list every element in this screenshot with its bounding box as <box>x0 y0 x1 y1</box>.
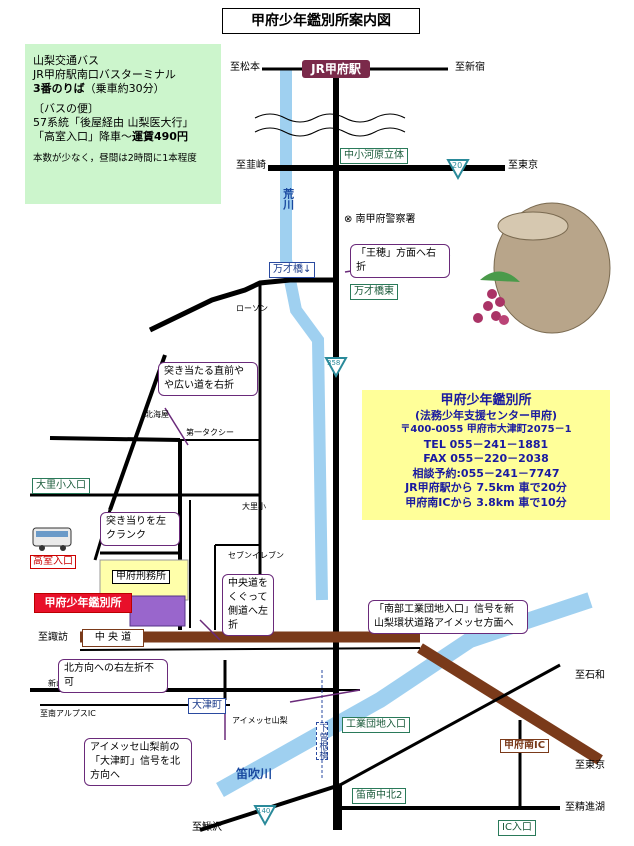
dir-seishin: 至精進湖 <box>565 802 605 813</box>
hokkaiya-label: 北海屋 <box>145 410 169 419</box>
bus-line4: 〔バスの便〕 <box>33 102 99 115</box>
dir-kajikazawa: 至鰍沢 <box>192 822 222 833</box>
route-358-label: 358 <box>327 359 341 367</box>
callout-no-right: 北方向への右左折不可 <box>58 659 168 693</box>
facility-info-box: 甲府少年鑑別所 (法務少年支援センター甲府) 〒400-0055 甲府市大津町2… <box>362 390 610 520</box>
callout-messe-note: アイメッセ山梨前の「大津町」信号を北方向へ <box>84 738 192 786</box>
callout-tsukiatari: 突き当たる直前やや広い道を右折 <box>158 362 258 396</box>
page-title: 甲府少年鑑別所案内図 <box>222 8 420 34</box>
signal-nakakogawara: 中小河原立体 <box>340 148 408 164</box>
facility-from-ic: 甲府南ICから 3.8km 車で10分 <box>405 495 567 509</box>
west-road <box>148 277 336 333</box>
wine-barrel-illustration <box>473 202 611 334</box>
seven-label: セブンイレブン <box>228 551 284 560</box>
dir-matsumoto: 至松本 <box>230 62 260 73</box>
route-20-label: 20 <box>452 161 463 170</box>
bus-line2: JR甲府駅南口バスターミナル <box>33 68 176 81</box>
callout-ougi: 「王穂」方面へ右折 <box>350 244 450 278</box>
minami-alps-label: 至南アルプスIC <box>40 709 96 718</box>
bus-line3a: 3番のりば <box>33 82 85 95</box>
station-label: JR甲府駅 <box>302 60 370 78</box>
route-358-marker <box>324 357 348 379</box>
arakawa-label: 荒川 <box>281 188 295 210</box>
taxi-label: 第一タクシー <box>186 428 234 437</box>
callout-crank: 突き当りを左クランク <box>100 512 180 546</box>
facility-from-station: JR甲府駅から 7.5km 車で20分 <box>405 481 567 494</box>
lawson-label: ローソン <box>236 304 268 313</box>
bus-line1: 山梨交通バス <box>33 54 99 67</box>
route-140-label: 140 <box>257 807 271 815</box>
kofu-minami-ic-label: 甲府南IC <box>500 739 550 753</box>
bus-line6a: 「高室入口」降車～ <box>33 130 132 143</box>
dir-tokyo-bottom: 至東京 <box>575 760 605 771</box>
police-label: ⊗ 南甲府警察署 <box>344 214 416 225</box>
route-140-marker <box>253 805 277 827</box>
facility-address: 〒400-0055 甲府市大津町2075－1 <box>400 424 572 435</box>
signal-kofu-minami-kita2: 笛南中北2 <box>352 788 407 804</box>
arakawa-river <box>280 70 328 601</box>
bus-info-box: 山梨交通バス JR甲府駅南口バスターミナル 3番のりば（乗車約30分） 〔バスの… <box>25 44 221 204</box>
signal-mansai-bashi: 万才橋↓ <box>269 262 316 278</box>
dir-ishiwa: 至石和 <box>575 670 605 681</box>
keimusho-label: 甲府刑務所 <box>112 570 170 584</box>
bus-line5: 57系統「後屋経由 山梨医大行」 <box>33 116 194 129</box>
signal-takamuro: 高室入口 <box>30 555 76 569</box>
callout-chuo-kuguru: 中央道をくぐって側道へ左折 <box>222 574 274 636</box>
facility-building <box>129 595 186 627</box>
odasho-label: 大里小 <box>242 502 266 511</box>
route-20-marker <box>446 159 470 181</box>
bus-line3b: （乗車約30分） <box>84 82 165 95</box>
facility-consult: 相談予約:055－241－7747 <box>412 466 560 480</box>
signal-otsucho: 大津町 <box>188 698 226 714</box>
bus-icon <box>32 527 72 551</box>
dir-suwa: 至諏訪 <box>38 632 68 643</box>
facility-fax: FAX 055－220－2038 <box>423 452 549 465</box>
signal-osato-iriguchi: 大里小入口 <box>32 478 90 494</box>
bus-line6b: 運賃490円 <box>132 130 188 143</box>
bus-line7: 本数が少なく，昼間は2時間に1本程度 <box>33 153 197 164</box>
signal-shimosone: 下曽根橋 <box>316 722 329 760</box>
facility-name: 甲府少年鑑別所 <box>440 393 532 408</box>
signal-kogyo: 工業団地入口 <box>342 717 410 733</box>
messe-label: アイメッセ山梨 <box>232 716 288 725</box>
chuo-label: 中 央 道 <box>82 629 144 647</box>
facility-alias: (法務少年支援センター甲府) <box>414 408 558 422</box>
dir-nirasaki: 至韮崎 <box>236 160 266 171</box>
signal-mansai-higashi: 万才橋東 <box>350 284 398 300</box>
fuefuki-label: 笛吹川 <box>236 767 273 781</box>
dir-shinjuku: 至新宿 <box>455 62 485 73</box>
facility-tel: TEL 055－241－1881 <box>423 437 549 451</box>
dir-tokyo-top: 至東京 <box>508 160 538 171</box>
facility-label: 甲府少年鑑別所 <box>34 593 132 613</box>
callout-kogyo-dantai: 「南部工業団地入口」信号を新山梨環状道路アイメッセ方面へ <box>368 600 528 634</box>
signal-ic-iriguchi: IC入口 <box>498 820 536 836</box>
